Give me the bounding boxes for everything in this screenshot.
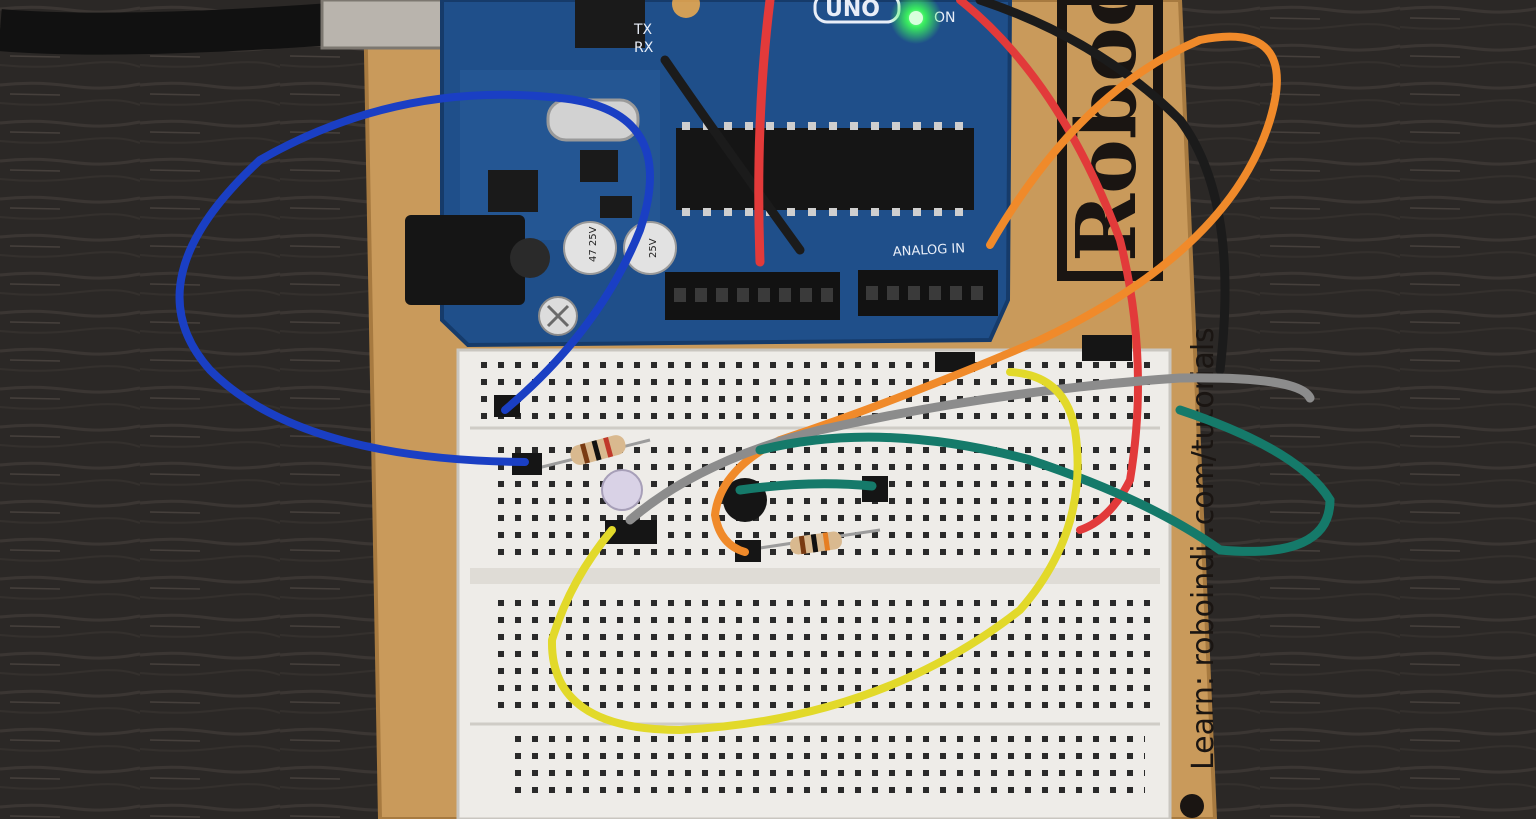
header-holes xyxy=(674,286,983,302)
smd-chip-2 xyxy=(600,196,632,218)
power-led xyxy=(909,11,923,25)
tx-label: TX xyxy=(633,22,653,38)
usb-cable xyxy=(0,1,362,55)
green-wire xyxy=(735,405,1335,556)
screw-slot xyxy=(546,304,570,328)
usb-chip xyxy=(575,0,645,48)
resistor-2 xyxy=(759,528,881,555)
breadboard-bottom-rail xyxy=(505,730,1145,800)
analog-in-label: ANALOG IN xyxy=(892,241,965,260)
baseboard-shade xyxy=(362,0,1218,819)
capacitor-1-label: 47 25V xyxy=(588,226,599,262)
breadboard-lower-area xyxy=(490,592,1150,717)
voltage-regulator xyxy=(488,170,538,212)
tx-led-glow xyxy=(672,0,700,18)
capacitor-1 xyxy=(563,221,617,275)
mount-hole xyxy=(1180,794,1204,818)
power-header xyxy=(665,272,840,320)
dc-jack-pin xyxy=(510,238,550,278)
dc-barrel-jack xyxy=(405,215,525,305)
capacitor-2-label: 25V xyxy=(648,238,659,258)
black-wire xyxy=(660,0,1230,375)
orange-wire xyxy=(710,32,1281,556)
resistor-1 xyxy=(529,435,651,472)
breadboard-channel xyxy=(470,568,1160,584)
blue-wire xyxy=(175,90,654,466)
smd-chip xyxy=(580,150,618,182)
wire-clip-right xyxy=(1082,335,1132,361)
red-wire-board xyxy=(754,0,775,267)
rx-label: RX xyxy=(634,40,654,56)
uno-label: UNO xyxy=(825,0,880,22)
gray-wire xyxy=(625,373,1315,525)
yellow-wire xyxy=(547,368,1082,735)
photoresistor xyxy=(601,469,643,511)
